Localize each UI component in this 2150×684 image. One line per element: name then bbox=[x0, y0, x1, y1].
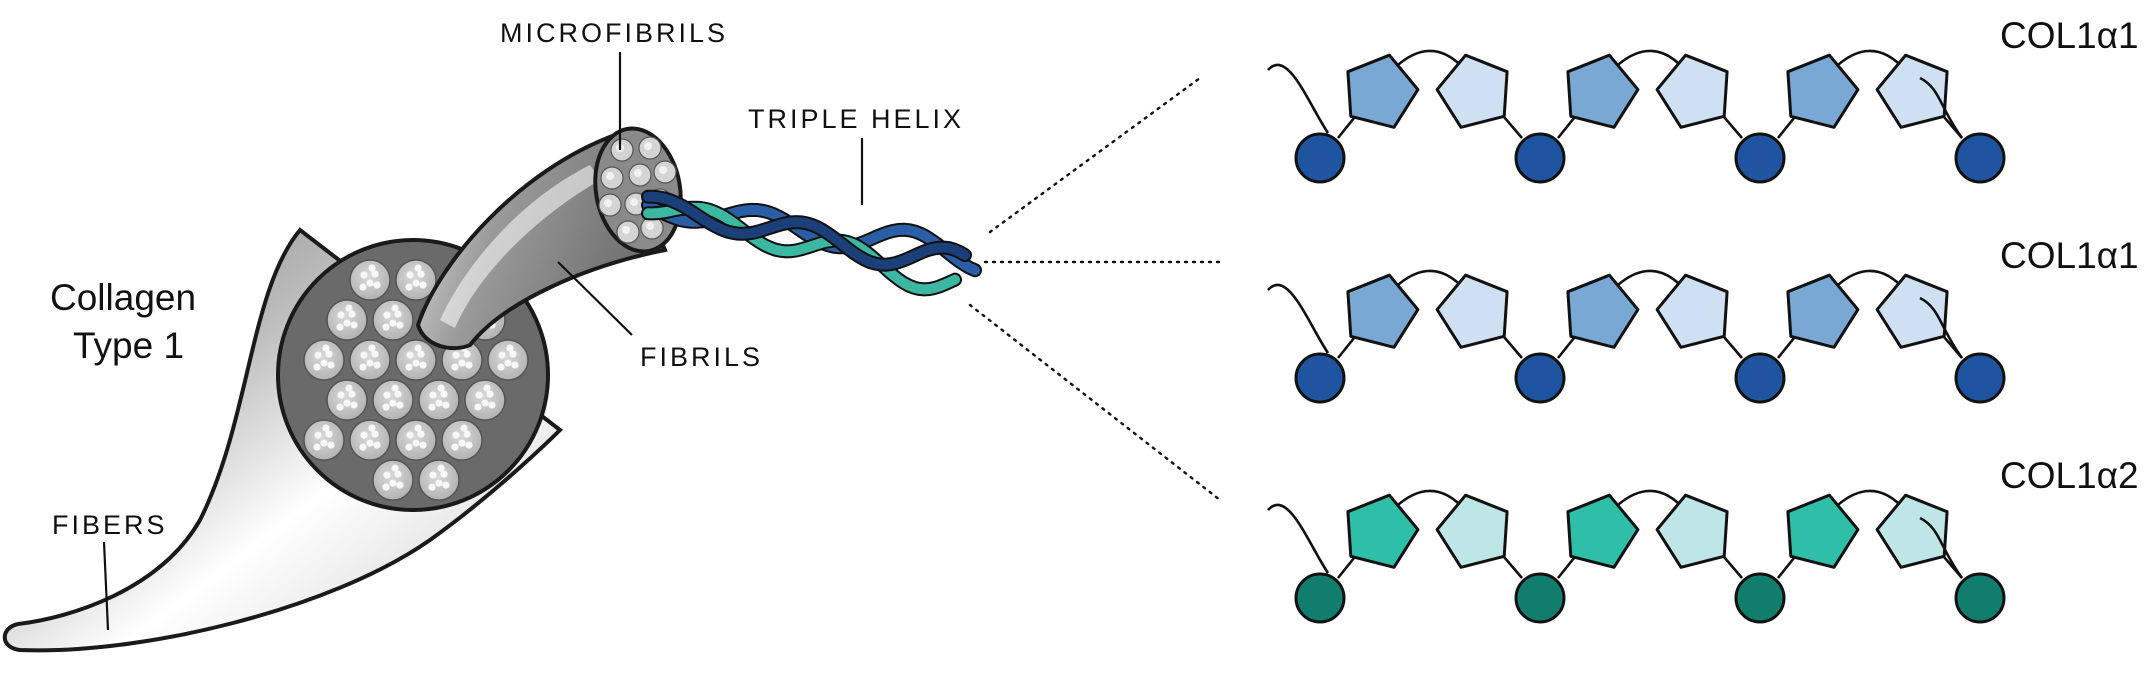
microfibril-cell bbox=[598, 193, 622, 217]
fibril-cell bbox=[441, 419, 483, 461]
bead bbox=[1734, 132, 1786, 184]
fibril-cell bbox=[303, 419, 345, 461]
chain-name: COL1α1 bbox=[2000, 235, 2139, 276]
bead bbox=[1514, 572, 1566, 624]
light-pentagon bbox=[1875, 53, 1949, 129]
dark-pentagon bbox=[1566, 493, 1640, 569]
fibril-cell bbox=[349, 419, 391, 461]
light-pentagon bbox=[1875, 493, 1949, 569]
dark-pentagon bbox=[1566, 273, 1640, 349]
chain-tail bbox=[1919, 516, 1964, 579]
bead bbox=[1294, 132, 1346, 184]
light-pentagon bbox=[1435, 273, 1509, 349]
fibril-cell bbox=[372, 459, 414, 501]
fibril-cell bbox=[326, 379, 368, 421]
bead bbox=[1954, 572, 2006, 624]
helix-strand-teal bbox=[643, 202, 960, 295]
dark-pentagon bbox=[1786, 53, 1860, 129]
microfibril-cell bbox=[640, 216, 664, 240]
bead bbox=[1734, 572, 1786, 624]
chain-name: COL1α1 bbox=[2000, 15, 2139, 56]
bead bbox=[1514, 132, 1566, 184]
title-line-2: Type 1 bbox=[73, 325, 184, 366]
microfibril-cell bbox=[638, 136, 662, 160]
light-pentagon bbox=[1655, 273, 1729, 349]
fibril-cell bbox=[326, 299, 368, 341]
light-pentagon bbox=[1875, 273, 1949, 349]
dark-pentagon bbox=[1346, 53, 1420, 129]
chain-tail bbox=[1919, 296, 1964, 359]
bead bbox=[1954, 132, 2006, 184]
fibril-cell bbox=[395, 339, 437, 381]
microfibril-cell bbox=[653, 160, 677, 184]
bead bbox=[1954, 352, 2006, 404]
fibril-cell bbox=[372, 379, 414, 421]
triple-helix-label: TRIPLE HELIX bbox=[748, 104, 964, 134]
fibers-leader bbox=[102, 541, 110, 631]
chain-row: COL1α1 bbox=[1267, 15, 2139, 184]
light-pentagon bbox=[1435, 53, 1509, 129]
fibril-cell bbox=[418, 459, 460, 501]
microfibrils-label: MICROFIBRILS bbox=[500, 18, 728, 48]
fibrils-leader bbox=[557, 261, 633, 336]
chain-backbone bbox=[1267, 63, 1330, 134]
fibers-label: FIBERS bbox=[52, 510, 168, 540]
light-pentagon bbox=[1655, 53, 1729, 129]
light-pentagon bbox=[1435, 493, 1509, 569]
fibril-cell bbox=[372, 299, 414, 341]
chain-tail bbox=[1919, 76, 1964, 139]
helix-strand-navy bbox=[643, 191, 970, 270]
fibril-cell bbox=[349, 339, 391, 381]
fibril-cell bbox=[349, 259, 391, 301]
bead bbox=[1294, 572, 1346, 624]
fibril-bundle bbox=[415, 126, 683, 351]
bead bbox=[1514, 352, 1566, 404]
fibril-cell bbox=[418, 379, 460, 421]
title-line-1: Collagen bbox=[50, 277, 196, 318]
dark-pentagon bbox=[1346, 273, 1420, 349]
zoom-line-bottom bbox=[968, 303, 1222, 502]
chain-row: COL1α2 bbox=[1267, 455, 2139, 624]
dark-pentagon bbox=[1786, 273, 1860, 349]
triple-helix bbox=[641, 189, 982, 297]
dark-pentagon bbox=[1566, 53, 1640, 129]
chain-name: COL1α2 bbox=[2000, 455, 2139, 496]
bead bbox=[1294, 352, 1346, 404]
microfibril-cell bbox=[616, 220, 640, 244]
fibrils-label: FIBRILS bbox=[640, 342, 763, 372]
fibril-cell bbox=[464, 379, 506, 421]
dark-pentagon bbox=[1786, 493, 1860, 569]
zoom-line-top bbox=[988, 76, 1202, 234]
microfibril-cell bbox=[628, 163, 652, 187]
fibril-cell bbox=[487, 339, 529, 381]
bead bbox=[1734, 352, 1786, 404]
chain-backbone bbox=[1267, 283, 1330, 354]
chain-row: COL1α1 bbox=[1267, 235, 2139, 404]
fibril-highlight bbox=[440, 165, 600, 328]
light-pentagon bbox=[1655, 493, 1729, 569]
microfibril-cell bbox=[610, 138, 634, 162]
fibril-cell bbox=[395, 419, 437, 461]
fibril-cell bbox=[303, 339, 345, 381]
dark-pentagon bbox=[1346, 493, 1420, 569]
chain-backbone bbox=[1267, 503, 1330, 574]
microfibril-cell bbox=[600, 166, 624, 190]
fibril-cell bbox=[395, 259, 437, 301]
